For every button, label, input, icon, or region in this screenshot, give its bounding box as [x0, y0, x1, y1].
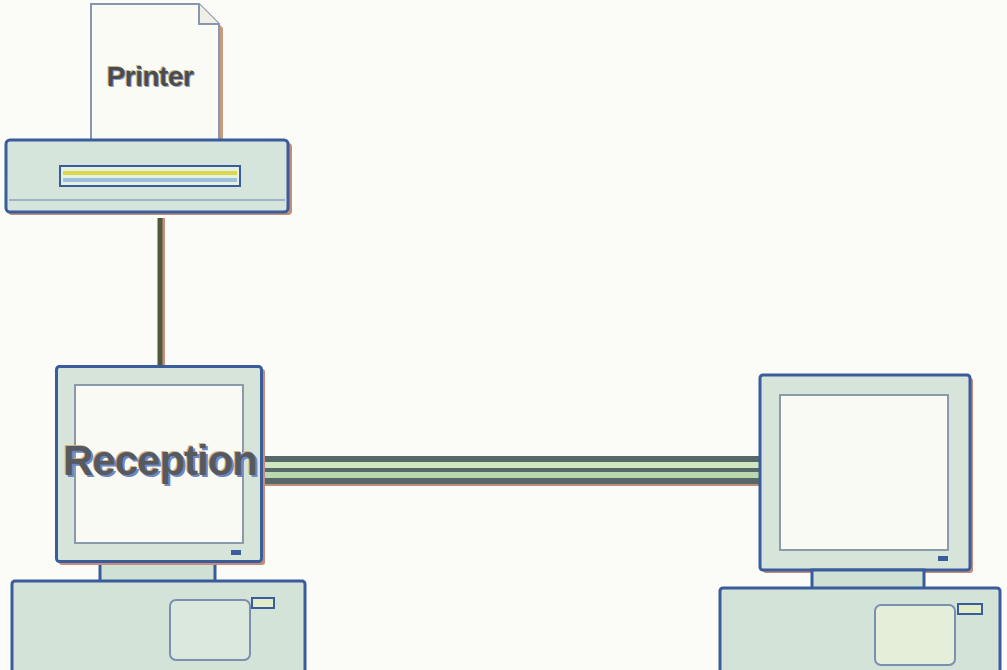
computer-label: Reception: [55, 438, 265, 484]
printer-icon: [5, 2, 295, 218]
network-cable: [262, 456, 762, 486]
printer-node: Printer: [5, 2, 295, 218]
printer-cable: [160, 218, 162, 365]
reception-system-unit: [12, 563, 305, 670]
workstation-computer: [720, 375, 1000, 670]
printer-label: Printer: [5, 62, 295, 93]
computer-node: Reception: [55, 365, 265, 565]
